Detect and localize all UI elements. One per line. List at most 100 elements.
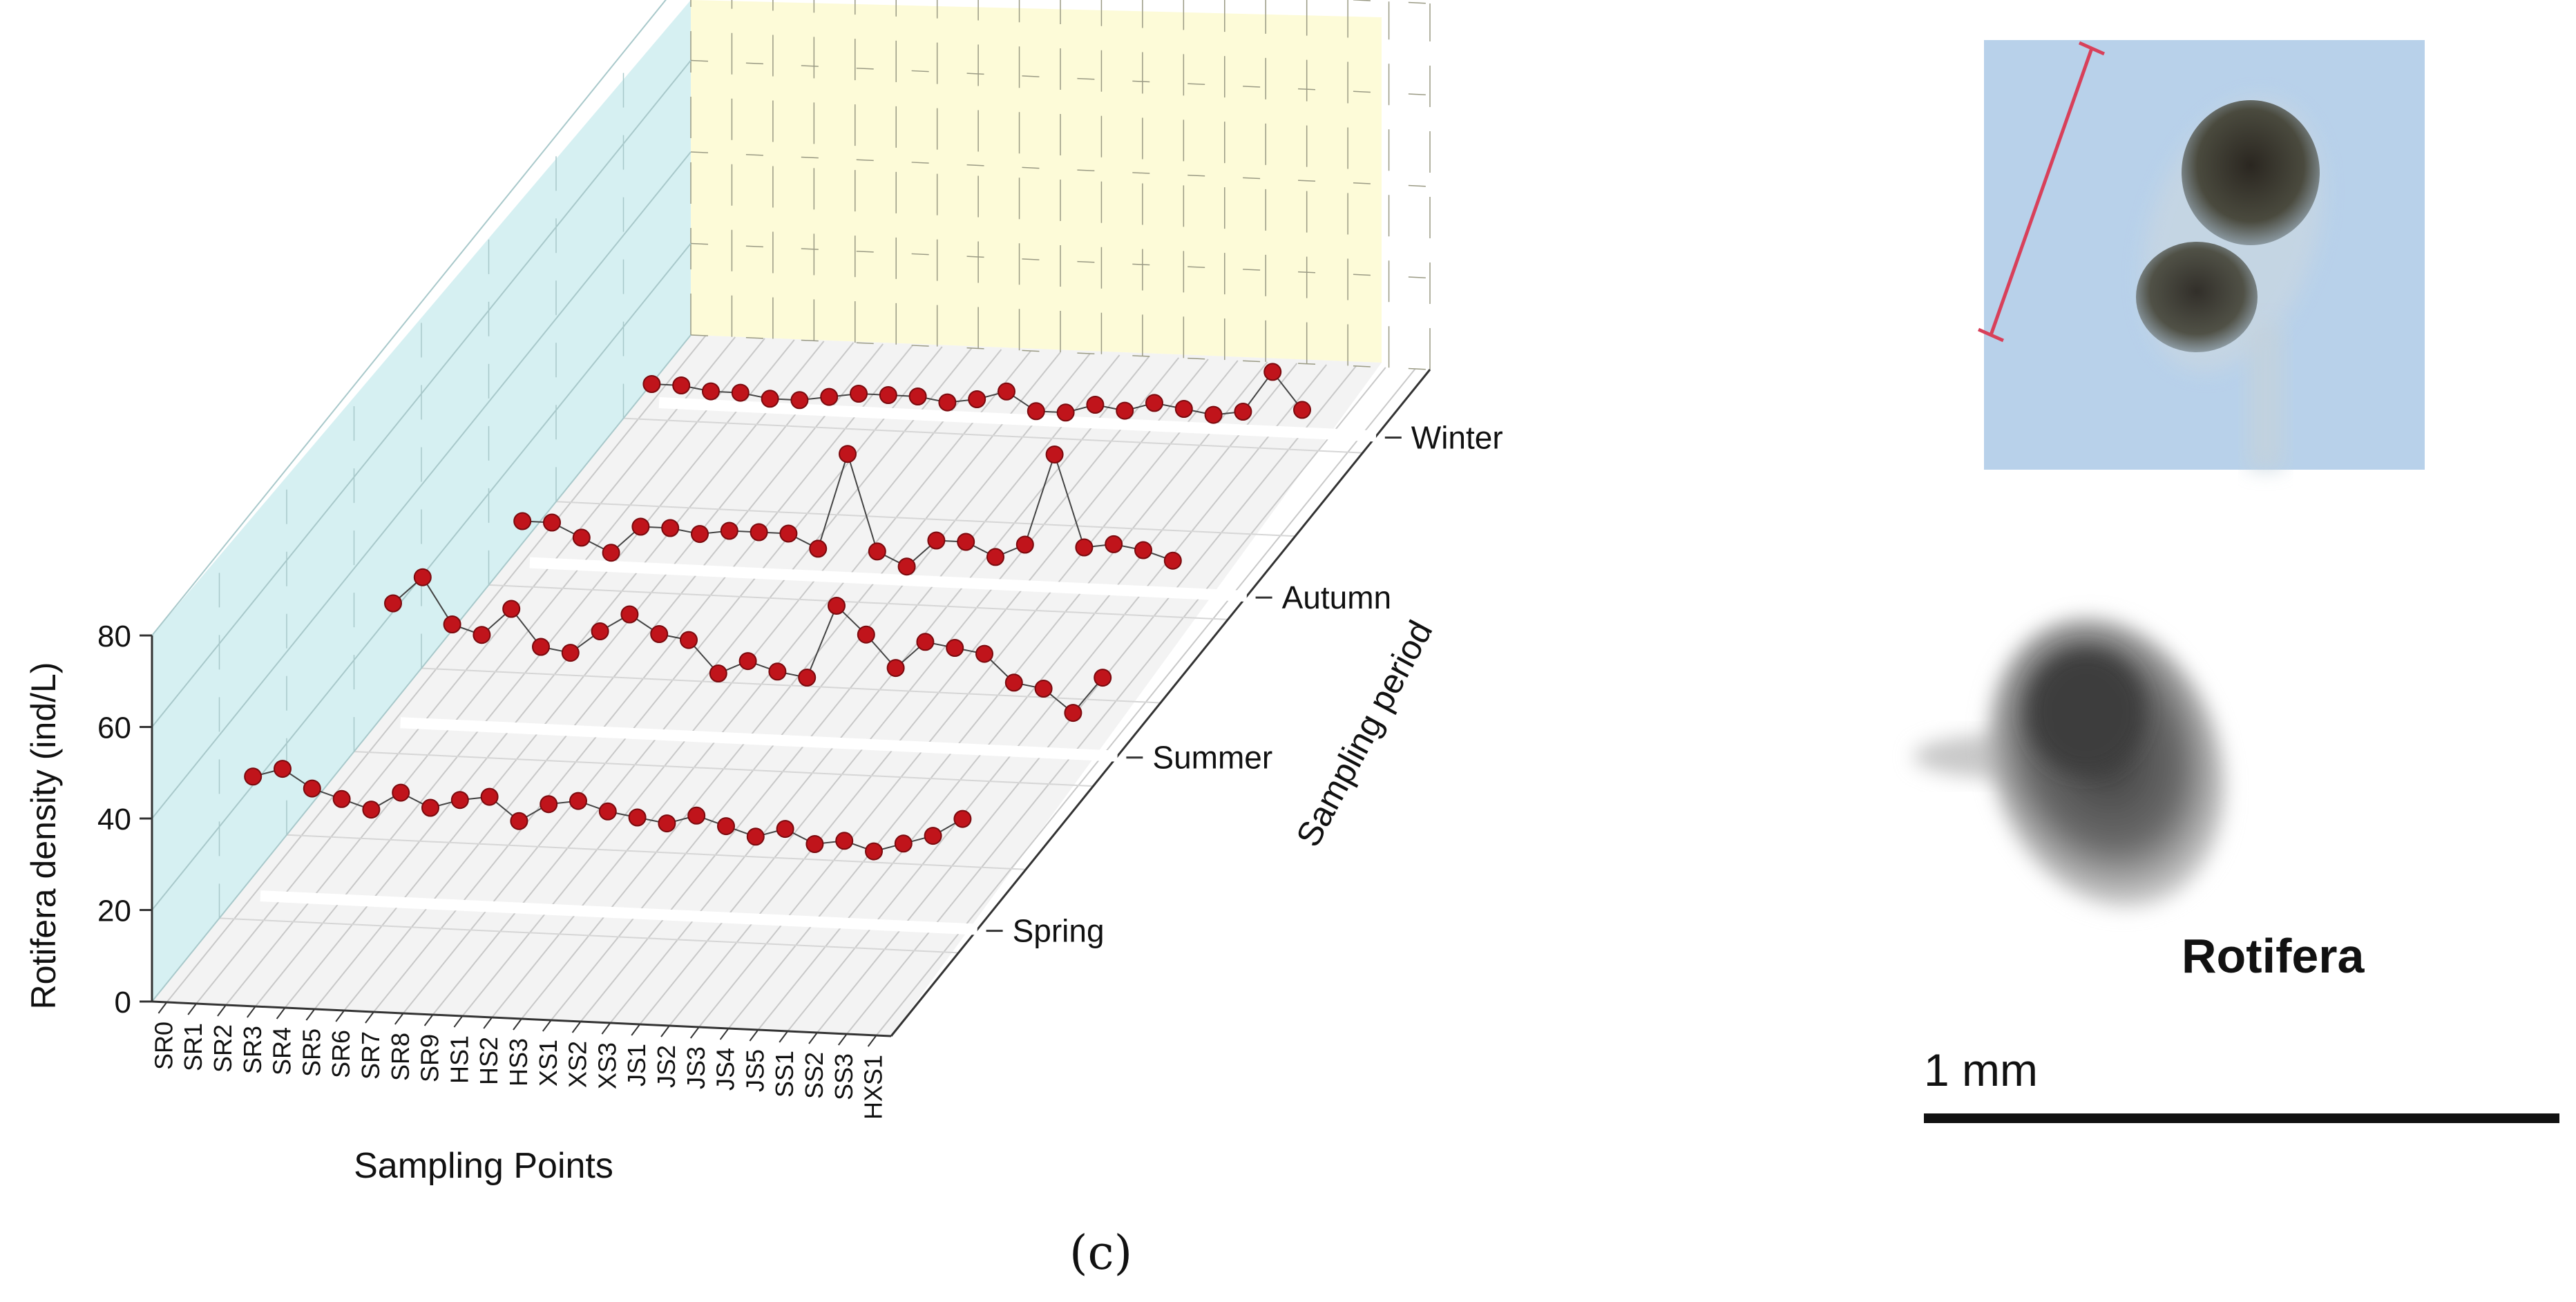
- data-point: [591, 622, 609, 640]
- data-point: [1056, 403, 1075, 422]
- x-tick: [808, 1032, 818, 1044]
- data-point: [731, 383, 750, 402]
- back-wall-gridline: [690, 242, 1431, 279]
- series-baseline: [529, 557, 1248, 602]
- data-point: [750, 523, 768, 542]
- data-point: [865, 842, 883, 861]
- data-point: [809, 539, 828, 558]
- z-tick-label: 60: [97, 711, 131, 745]
- series-label: Winter: [1411, 420, 1503, 456]
- x-tick: [749, 1029, 759, 1042]
- data-point: [413, 568, 432, 586]
- x-tick-label: XS3: [593, 1042, 621, 1089]
- data-point: [620, 605, 639, 624]
- data-point: [1027, 402, 1045, 421]
- data-point: [1134, 541, 1152, 559]
- z-axis-title: Sampling period: [1288, 614, 1440, 852]
- series-autumn: Autumn: [513, 445, 1392, 615]
- data-point: [687, 806, 706, 825]
- data-point: [1263, 363, 1282, 381]
- series-label: Summer: [1152, 740, 1272, 776]
- x-tick: [365, 1011, 374, 1024]
- data-point: [761, 390, 779, 408]
- x-tick-label: SS3: [830, 1053, 858, 1100]
- x-tick: [838, 1033, 848, 1046]
- data-point: [1116, 401, 1134, 420]
- data-point: [768, 662, 787, 681]
- left-wall-gridline: [151, 0, 667, 636]
- data-point: [975, 644, 993, 663]
- chart-floor: [152, 335, 1382, 1036]
- x-tick-label: JS1: [622, 1044, 651, 1086]
- data-point: [1015, 535, 1034, 554]
- z-tick-label: 40: [97, 803, 131, 836]
- series-summer: Summer: [384, 568, 1272, 776]
- data-point: [868, 542, 886, 561]
- x-tick-label: SR2: [209, 1024, 237, 1073]
- data-point: [924, 827, 942, 845]
- data-point: [1034, 680, 1053, 698]
- data-point: [532, 638, 550, 656]
- series-winter: Winter: [642, 363, 1503, 456]
- x-tick-label: SR8: [386, 1033, 414, 1081]
- data-point: [738, 652, 757, 671]
- data-point: [244, 767, 263, 786]
- z-tick-label: 80: [97, 620, 131, 653]
- data-point: [953, 810, 972, 828]
- x-tick: [631, 1024, 641, 1036]
- series-baseline: [400, 717, 1118, 762]
- data-point: [1086, 396, 1105, 414]
- x-tick-label: XS1: [534, 1040, 562, 1086]
- data-point: [661, 519, 680, 537]
- taxon-label: Rotifera: [2182, 929, 2365, 983]
- floor-gridline: [623, 417, 1363, 454]
- y-axis-title: Rotifera density (ind/L): [24, 662, 63, 1009]
- series-baseline: [260, 890, 978, 935]
- data-point: [857, 625, 875, 644]
- data-point: [720, 521, 738, 540]
- x-tick-label: SR0: [149, 1022, 178, 1070]
- x-tick-label: JS4: [712, 1048, 740, 1091]
- rotifera-specimen-panel: Rotifera 1 mm: [1914, 40, 2559, 1123]
- x-tick: [689, 1026, 700, 1039]
- x-tick-label: JS3: [682, 1046, 710, 1089]
- data-point: [879, 386, 897, 404]
- data-point: [561, 644, 580, 662]
- x-tick: [187, 1003, 198, 1015]
- data-point: [839, 445, 857, 463]
- back-wall-gridline: [690, 59, 1431, 96]
- data-point: [421, 798, 439, 817]
- z-tick-label: 20: [97, 894, 131, 928]
- x-tick: [867, 1035, 877, 1047]
- data-point: [746, 827, 765, 846]
- x-tick-label: SR6: [327, 1030, 355, 1078]
- data-point: [709, 664, 727, 682]
- x-tick-label: HS3: [504, 1038, 533, 1086]
- series-spring: Spring: [244, 760, 1105, 949]
- data-point: [274, 760, 292, 778]
- x-tick: [276, 1007, 286, 1019]
- data-point: [894, 834, 913, 853]
- x-tick: [305, 1008, 316, 1021]
- x-tick: [660, 1025, 670, 1037]
- data-point: [1234, 403, 1252, 421]
- data-point: [502, 600, 521, 618]
- data-point: [513, 512, 532, 530]
- x-tick-label: HXS1: [859, 1055, 888, 1120]
- data-point: [946, 639, 964, 657]
- micrograph-grayscale: [1914, 618, 2226, 908]
- series-label: Autumn: [1282, 580, 1392, 615]
- z-tick-label: 0: [115, 986, 131, 1019]
- back-wall-gridline: [690, 151, 1431, 187]
- floor-gridline: [555, 501, 1296, 537]
- x-tick: [394, 1013, 404, 1025]
- data-point: [631, 517, 650, 536]
- data-point: [1105, 535, 1123, 553]
- x-tick: [158, 1002, 168, 1014]
- data-point: [628, 808, 647, 827]
- x-tick-label: SR3: [238, 1026, 267, 1074]
- series-label: Spring: [1013, 913, 1105, 949]
- data-point: [443, 615, 461, 633]
- back-wall-gridline: [690, 334, 1431, 370]
